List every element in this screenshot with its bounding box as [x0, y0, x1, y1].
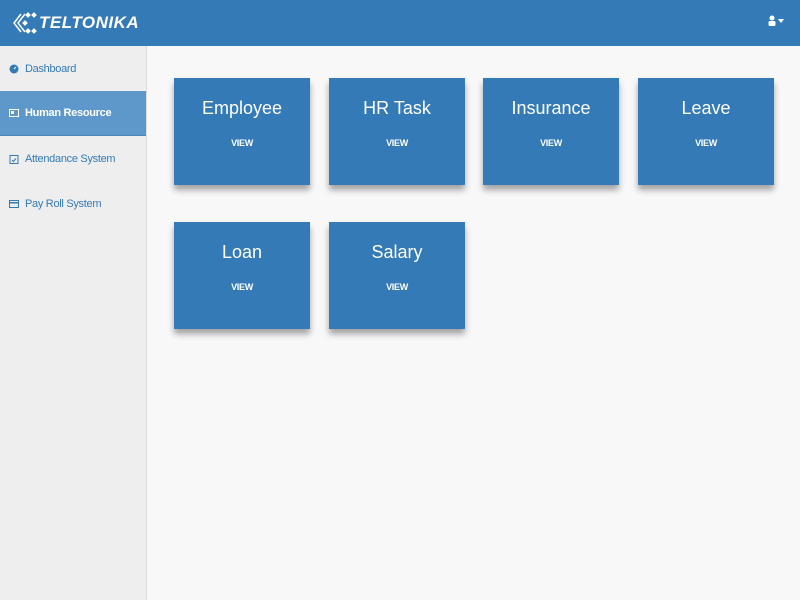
user-menu[interactable]	[768, 15, 784, 26]
card-title: Insurance	[511, 98, 591, 118]
view-link[interactable]: VIEW	[540, 138, 562, 148]
view-link[interactable]: VIEW	[231, 282, 253, 292]
card-title: Salary	[371, 242, 423, 262]
id-card-icon	[9, 109, 19, 117]
brand-name: TELTONIKA	[39, 13, 140, 32]
view-link[interactable]: VIEW	[231, 138, 253, 148]
view-link[interactable]: VIEW	[386, 282, 408, 292]
sidebar-item-dashboard[interactable]: Dashboard	[0, 46, 146, 91]
logo-mark-icon	[13, 12, 37, 34]
dashboard-icon	[9, 64, 19, 73]
view-link[interactable]: VIEW	[695, 138, 717, 148]
user-icon	[768, 15, 776, 26]
sidebar-item-pay-roll-system[interactable]: Pay Roll System	[0, 181, 146, 226]
calendar-check-icon	[9, 154, 19, 164]
sidebar-item-label: Dashboard	[25, 62, 77, 75]
card-title: Employee	[201, 98, 283, 118]
card-title: Loan	[221, 242, 263, 262]
credit-card-icon	[9, 199, 19, 208]
sidebar-item-label: Attendance System	[25, 152, 116, 165]
caret-down-icon	[778, 18, 784, 23]
sidebar-item-human-resource[interactable]: Human Resource	[0, 91, 146, 136]
top-header: TELTONIKA	[0, 0, 800, 46]
sidebar: Dashboard Human Resource Attendance Syst…	[0, 46, 147, 600]
sidebar-item-label: Human Resource	[25, 107, 112, 119]
card-title: Leave	[681, 98, 731, 118]
teltonika-logo[interactable]: TELTONIKA	[12, 10, 139, 36]
view-link[interactable]: VIEW	[386, 138, 408, 148]
card-title: HR Task	[363, 98, 431, 118]
sidebar-item-label: Pay Roll System	[25, 197, 102, 210]
sidebar-item-attendance-system[interactable]: Attendance System	[0, 136, 146, 181]
